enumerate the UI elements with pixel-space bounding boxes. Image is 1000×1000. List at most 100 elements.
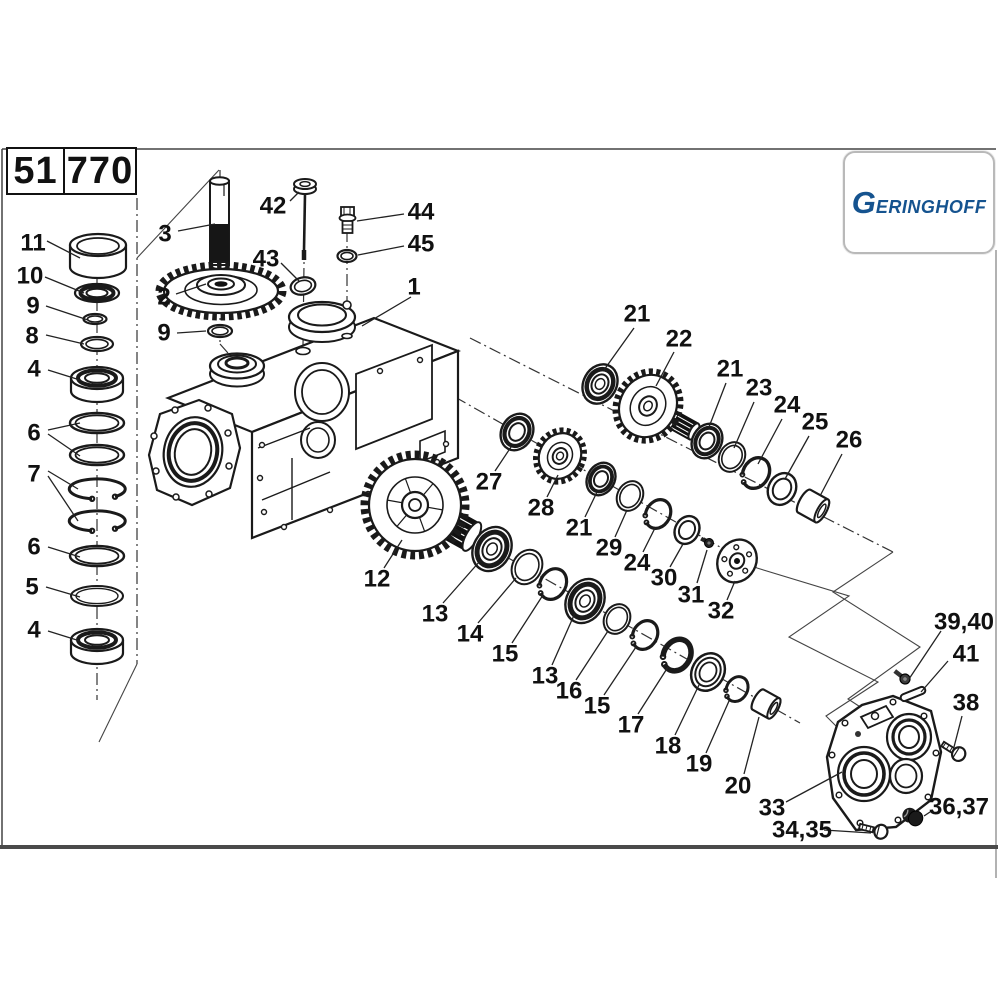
callout-18: 18	[655, 733, 682, 760]
leader-line-45	[357, 245, 405, 256]
leader-line-24	[757, 418, 783, 465]
callout-24: 24	[624, 550, 651, 577]
part-43-oring	[289, 276, 317, 296]
callout-30: 30	[651, 565, 678, 592]
callout-22: 22	[666, 326, 693, 353]
callout-41: 41	[953, 641, 980, 668]
leader-line-18	[674, 684, 700, 736]
callout-27: 27	[476, 469, 503, 496]
part-32-flange-disc	[716, 538, 758, 584]
part-24-snap-ring-a	[739, 456, 772, 490]
callout-38: 38	[953, 690, 980, 717]
leader-line-27	[494, 446, 512, 472]
callout-45: 45	[408, 231, 435, 258]
leader-line-2	[175, 283, 207, 295]
part-17-snap-ring	[659, 636, 694, 674]
callout-16: 16	[556, 678, 583, 705]
part-42-dipstick	[293, 178, 317, 260]
part-27-bearing	[499, 412, 535, 452]
callout-7: 7	[27, 461, 40, 488]
callout-23: 23	[746, 375, 773, 402]
callout-9: 9	[157, 320, 170, 347]
part-21-bearing-c	[585, 461, 617, 497]
part-6-washer-b	[68, 443, 126, 467]
part-15-snap-ring-b	[629, 619, 660, 651]
callout-43: 43	[253, 246, 280, 273]
callout-24: 24	[774, 392, 801, 419]
leader-line-41	[920, 660, 949, 693]
callout-8: 8	[25, 323, 38, 350]
callout-28: 28	[528, 495, 555, 522]
callout-20: 20	[725, 773, 752, 800]
leader-line-7	[47, 475, 79, 522]
part-25-seal	[766, 471, 798, 507]
callout-21: 21	[566, 515, 593, 542]
part-45-oring	[336, 248, 358, 264]
part-6-washer-a	[68, 411, 126, 435]
callout-25: 25	[802, 409, 829, 436]
callout-14: 14	[457, 621, 484, 648]
leader-line-28	[546, 474, 559, 498]
callout-1: 1	[407, 274, 420, 301]
leader-line-10	[44, 276, 85, 294]
callout-11: 11	[20, 230, 45, 257]
part-18-seal	[689, 652, 727, 692]
part-13-bearing-a	[471, 525, 513, 573]
callout-21: 21	[717, 356, 744, 383]
leader-line-13	[551, 612, 576, 666]
callout-12: 12	[364, 566, 391, 593]
callout-34,35: 34,35	[772, 817, 832, 844]
part-29-washer	[615, 480, 645, 512]
callout-10: 10	[17, 263, 44, 290]
part-22-gear-shaft	[612, 368, 701, 444]
part-33-cover-plate	[825, 694, 943, 832]
callout-19: 19	[686, 751, 713, 778]
part-16-washer	[602, 603, 632, 635]
leader-line-19	[705, 700, 730, 754]
callout-32: 32	[708, 598, 735, 625]
leader-line-6	[47, 546, 81, 558]
part-2-gear	[155, 261, 287, 321]
leader-line-32	[726, 580, 736, 601]
leader-line-8	[45, 334, 85, 345]
part-41-slot-pin	[899, 685, 927, 703]
callout-39,40: 39,40	[934, 609, 994, 636]
part-6-washer-c	[68, 544, 126, 568]
leader-line-1	[361, 296, 412, 327]
page-frame	[0, 148, 998, 878]
leader-line-16	[575, 630, 609, 681]
leader-line-33	[785, 771, 843, 803]
leader-line-12	[383, 539, 403, 569]
leader-line-21	[584, 491, 598, 518]
leader-line-9	[45, 305, 89, 321]
part-31-screw	[700, 536, 714, 548]
leader-line-6	[47, 433, 81, 457]
callout-44: 44	[408, 199, 435, 226]
callout-29: 29	[596, 535, 623, 562]
page-code-left: 51	[13, 149, 58, 192]
leader-line-20	[743, 716, 760, 775]
callout-4: 4	[27, 617, 41, 644]
leader-line-5	[45, 586, 81, 598]
leader-line-13	[442, 560, 481, 604]
leader-line-7	[47, 470, 79, 490]
part-21-bearing-b	[690, 422, 724, 460]
callout-21: 21	[624, 301, 651, 328]
callout-9: 9	[26, 293, 39, 320]
leader-line-4	[47, 369, 81, 381]
leader-line-38	[953, 715, 963, 748]
leader-line-9	[176, 330, 207, 334]
callout-2: 2	[157, 284, 170, 311]
leader-line-34,35	[823, 829, 872, 834]
part-1-housing	[147, 300, 462, 540]
part-20-bushing	[750, 688, 782, 720]
leader-line-21	[708, 382, 727, 428]
part-26-bushing	[795, 488, 831, 524]
part-3-shaft	[209, 176, 230, 270]
part-4-bearing-upper	[69, 365, 125, 404]
callout-31: 31	[678, 582, 705, 609]
part-8-washer	[79, 335, 115, 353]
part-36-37-plug	[902, 807, 924, 827]
brand-logo-rest: ERINGHOFF	[875, 196, 987, 217]
